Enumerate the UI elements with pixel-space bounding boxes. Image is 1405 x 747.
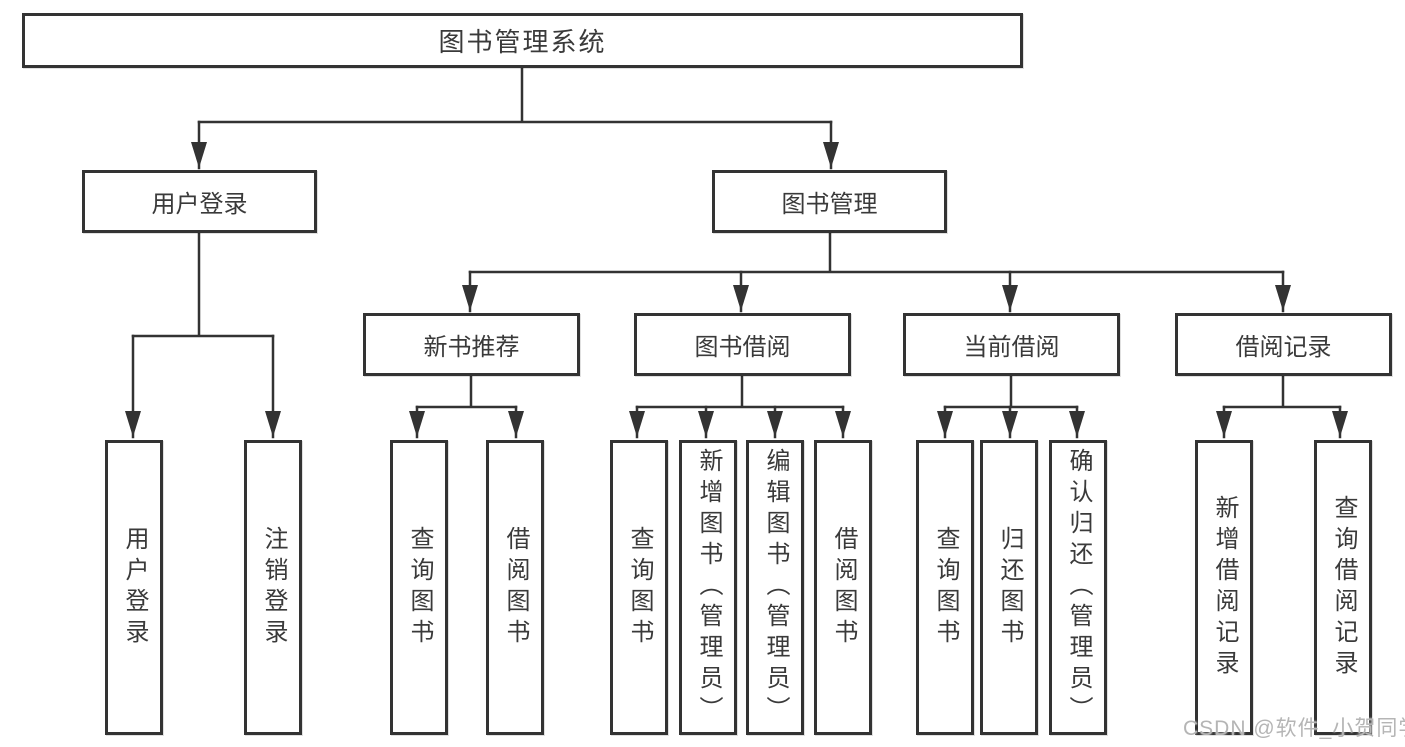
leaf-logout: 注销登录	[244, 440, 302, 735]
leaf-query-books-1: 查询图书	[390, 440, 448, 735]
node-label: 确认归还（管理员）	[1065, 448, 1092, 727]
node-label: 新书推荐	[423, 334, 520, 361]
node-label: 当前借阅	[963, 334, 1060, 361]
node-book-management-branch: 图书管理	[712, 170, 947, 233]
node-label: 借阅记录	[1235, 334, 1332, 361]
node-library-management-system: 图书管理系统	[22, 13, 1023, 68]
node-user-login-branch: 用户登录	[82, 170, 317, 233]
leaf-borrow-books-1: 借阅图书	[486, 440, 544, 735]
node-label: 编辑图书（管理员）	[762, 448, 789, 727]
leaf-user-login: 用户登录	[105, 440, 163, 735]
leaf-confirm-return-admin: 确认归还（管理员）	[1049, 440, 1107, 735]
node-label: 图书借阅	[694, 334, 791, 361]
node-label: 借阅图书	[502, 525, 529, 650]
leaf-query-books-2: 查询图书	[610, 440, 668, 735]
node-label: 图书管理	[781, 191, 878, 218]
node-label: 查询图书	[406, 525, 433, 650]
node-label: 新增图书（管理员）	[695, 448, 722, 727]
leaf-add-books-admin: 新增图书（管理员）	[679, 440, 737, 735]
node-label: 借阅图书	[830, 525, 857, 650]
node-label: 归还图书	[996, 525, 1023, 650]
leaf-borrow-books-2: 借阅图书	[814, 440, 872, 735]
node-new-book-recommendation: 新书推荐	[363, 313, 580, 376]
csdn-watermark: CSDN @软件_小贺同学	[1183, 717, 1405, 740]
leaf-query-borrow-record: 查询借阅记录	[1314, 440, 1372, 735]
node-label: 查询图书	[932, 525, 959, 650]
node-label: 注销登录	[260, 525, 287, 650]
node-current-borrowing: 当前借阅	[903, 313, 1120, 376]
node-label: 图书管理系统	[438, 27, 607, 57]
node-label: 新增借阅记录	[1211, 494, 1238, 681]
node-borrowing-records: 借阅记录	[1175, 313, 1392, 376]
leaf-query-books-3: 查询图书	[916, 440, 974, 735]
node-label: 查询借阅记录	[1330, 494, 1357, 681]
node-label: 用户登录	[151, 191, 248, 218]
leaf-edit-books-admin: 编辑图书（管理员）	[746, 440, 804, 735]
node-label: 查询图书	[626, 525, 653, 650]
node-book-borrowing: 图书借阅	[634, 313, 851, 376]
node-label: 用户登录	[121, 525, 148, 650]
leaf-return-books: 归还图书	[980, 440, 1038, 735]
leaf-add-borrow-record: 新增借阅记录	[1195, 440, 1253, 735]
